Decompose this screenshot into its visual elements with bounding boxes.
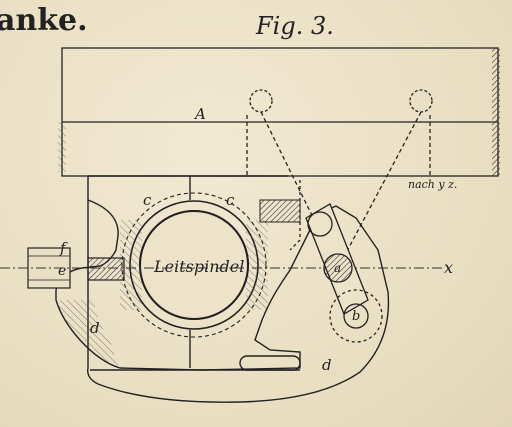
- hatched-flange: [56, 300, 118, 366]
- label-d-bottom: d: [322, 356, 332, 374]
- corner-text: anke.: [0, 3, 88, 38]
- label-c-right: c: [226, 191, 235, 209]
- lever-mechanism: [260, 111, 422, 343]
- label-c-left: c: [143, 191, 152, 209]
- bed-rail: [58, 47, 500, 177]
- label-a: a: [334, 261, 341, 275]
- figure-title: Fig. 3.: [255, 12, 334, 40]
- label-leitspindel: Leitspindel: [153, 257, 244, 276]
- right-screw: [259, 199, 301, 223]
- label-d-left: d: [90, 319, 100, 337]
- label-b: b: [352, 309, 360, 324]
- label-e: e: [58, 263, 66, 279]
- note-nach-yz: nach y z.: [408, 178, 457, 191]
- label-x: x: [444, 258, 453, 277]
- lead-screw-housing: [120, 192, 268, 338]
- label-f: f: [59, 239, 68, 257]
- label-A: A: [193, 105, 206, 123]
